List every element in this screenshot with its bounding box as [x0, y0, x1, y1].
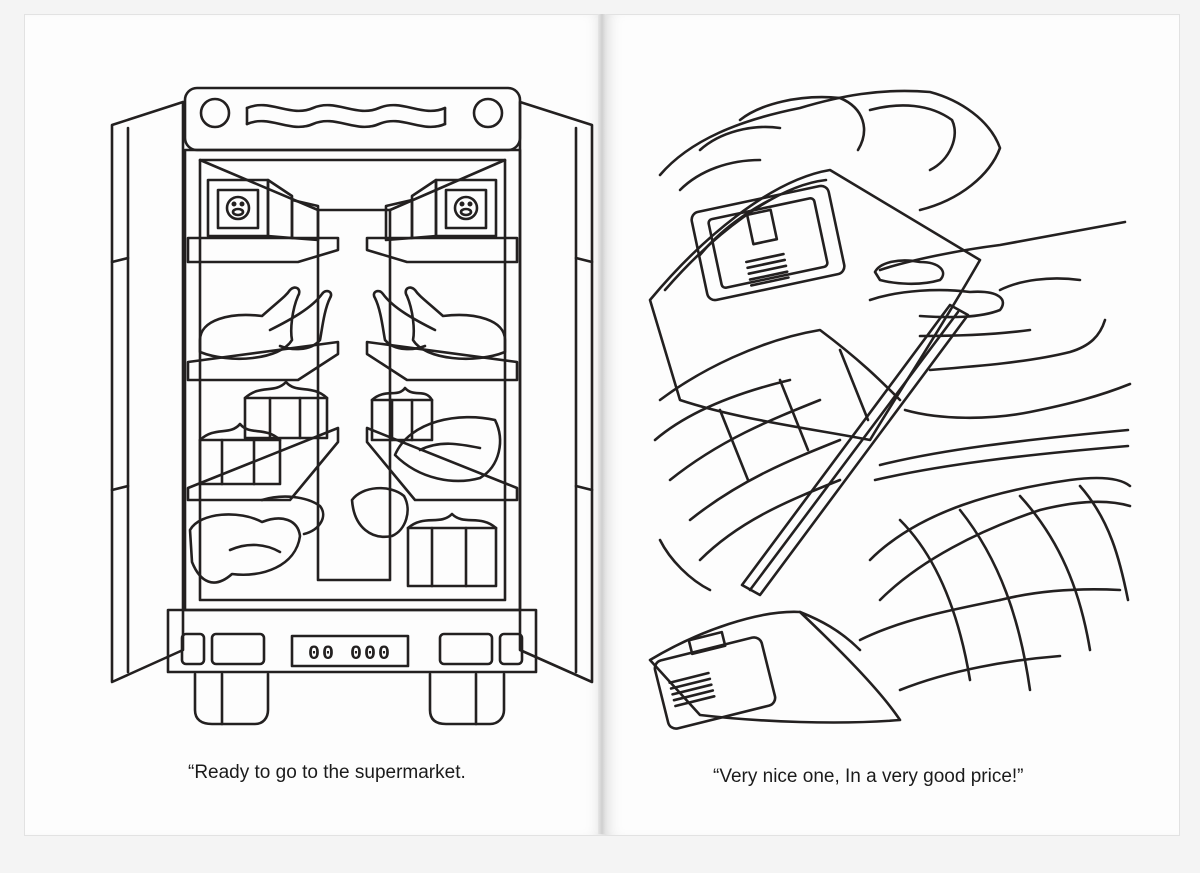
chicken-legs-left	[198, 286, 333, 361]
lower-fridge-meat	[858, 476, 1132, 692]
meat-truck-illustration: 00 000	[110, 86, 594, 726]
shelves	[186, 236, 519, 502]
right-truck-door	[518, 100, 594, 684]
truck-wheels	[193, 672, 506, 726]
truck-roof	[183, 86, 522, 152]
meat-blocks-right	[370, 386, 502, 483]
hand	[868, 220, 1132, 420]
price-label	[690, 184, 846, 302]
fridge-rail	[740, 303, 970, 597]
bottom-package	[648, 610, 902, 730]
meat-tray-package	[648, 168, 982, 442]
license-plate-number: 00 000	[308, 643, 392, 666]
meat-packages-stack	[653, 328, 902, 592]
chicken-legs-right	[372, 286, 507, 361]
pig-box-right	[384, 178, 498, 242]
wrapped-meat-top	[658, 89, 1002, 212]
left-truck-door	[110, 100, 185, 684]
meat-blocks-left	[198, 380, 329, 486]
supermarket-meat-illustration	[648, 89, 1132, 730]
bottom-meat-left	[188, 495, 325, 584]
bottom-meat-right	[350, 486, 498, 588]
book-gutter	[598, 14, 606, 834]
pig-box-left	[206, 178, 320, 242]
left-page-caption: “Ready to go to the supermarket.	[188, 762, 466, 783]
license-plate	[290, 634, 410, 668]
right-page-caption: “Very nice one, In a very good price!”	[713, 766, 1024, 787]
truck-bumper	[166, 608, 538, 674]
